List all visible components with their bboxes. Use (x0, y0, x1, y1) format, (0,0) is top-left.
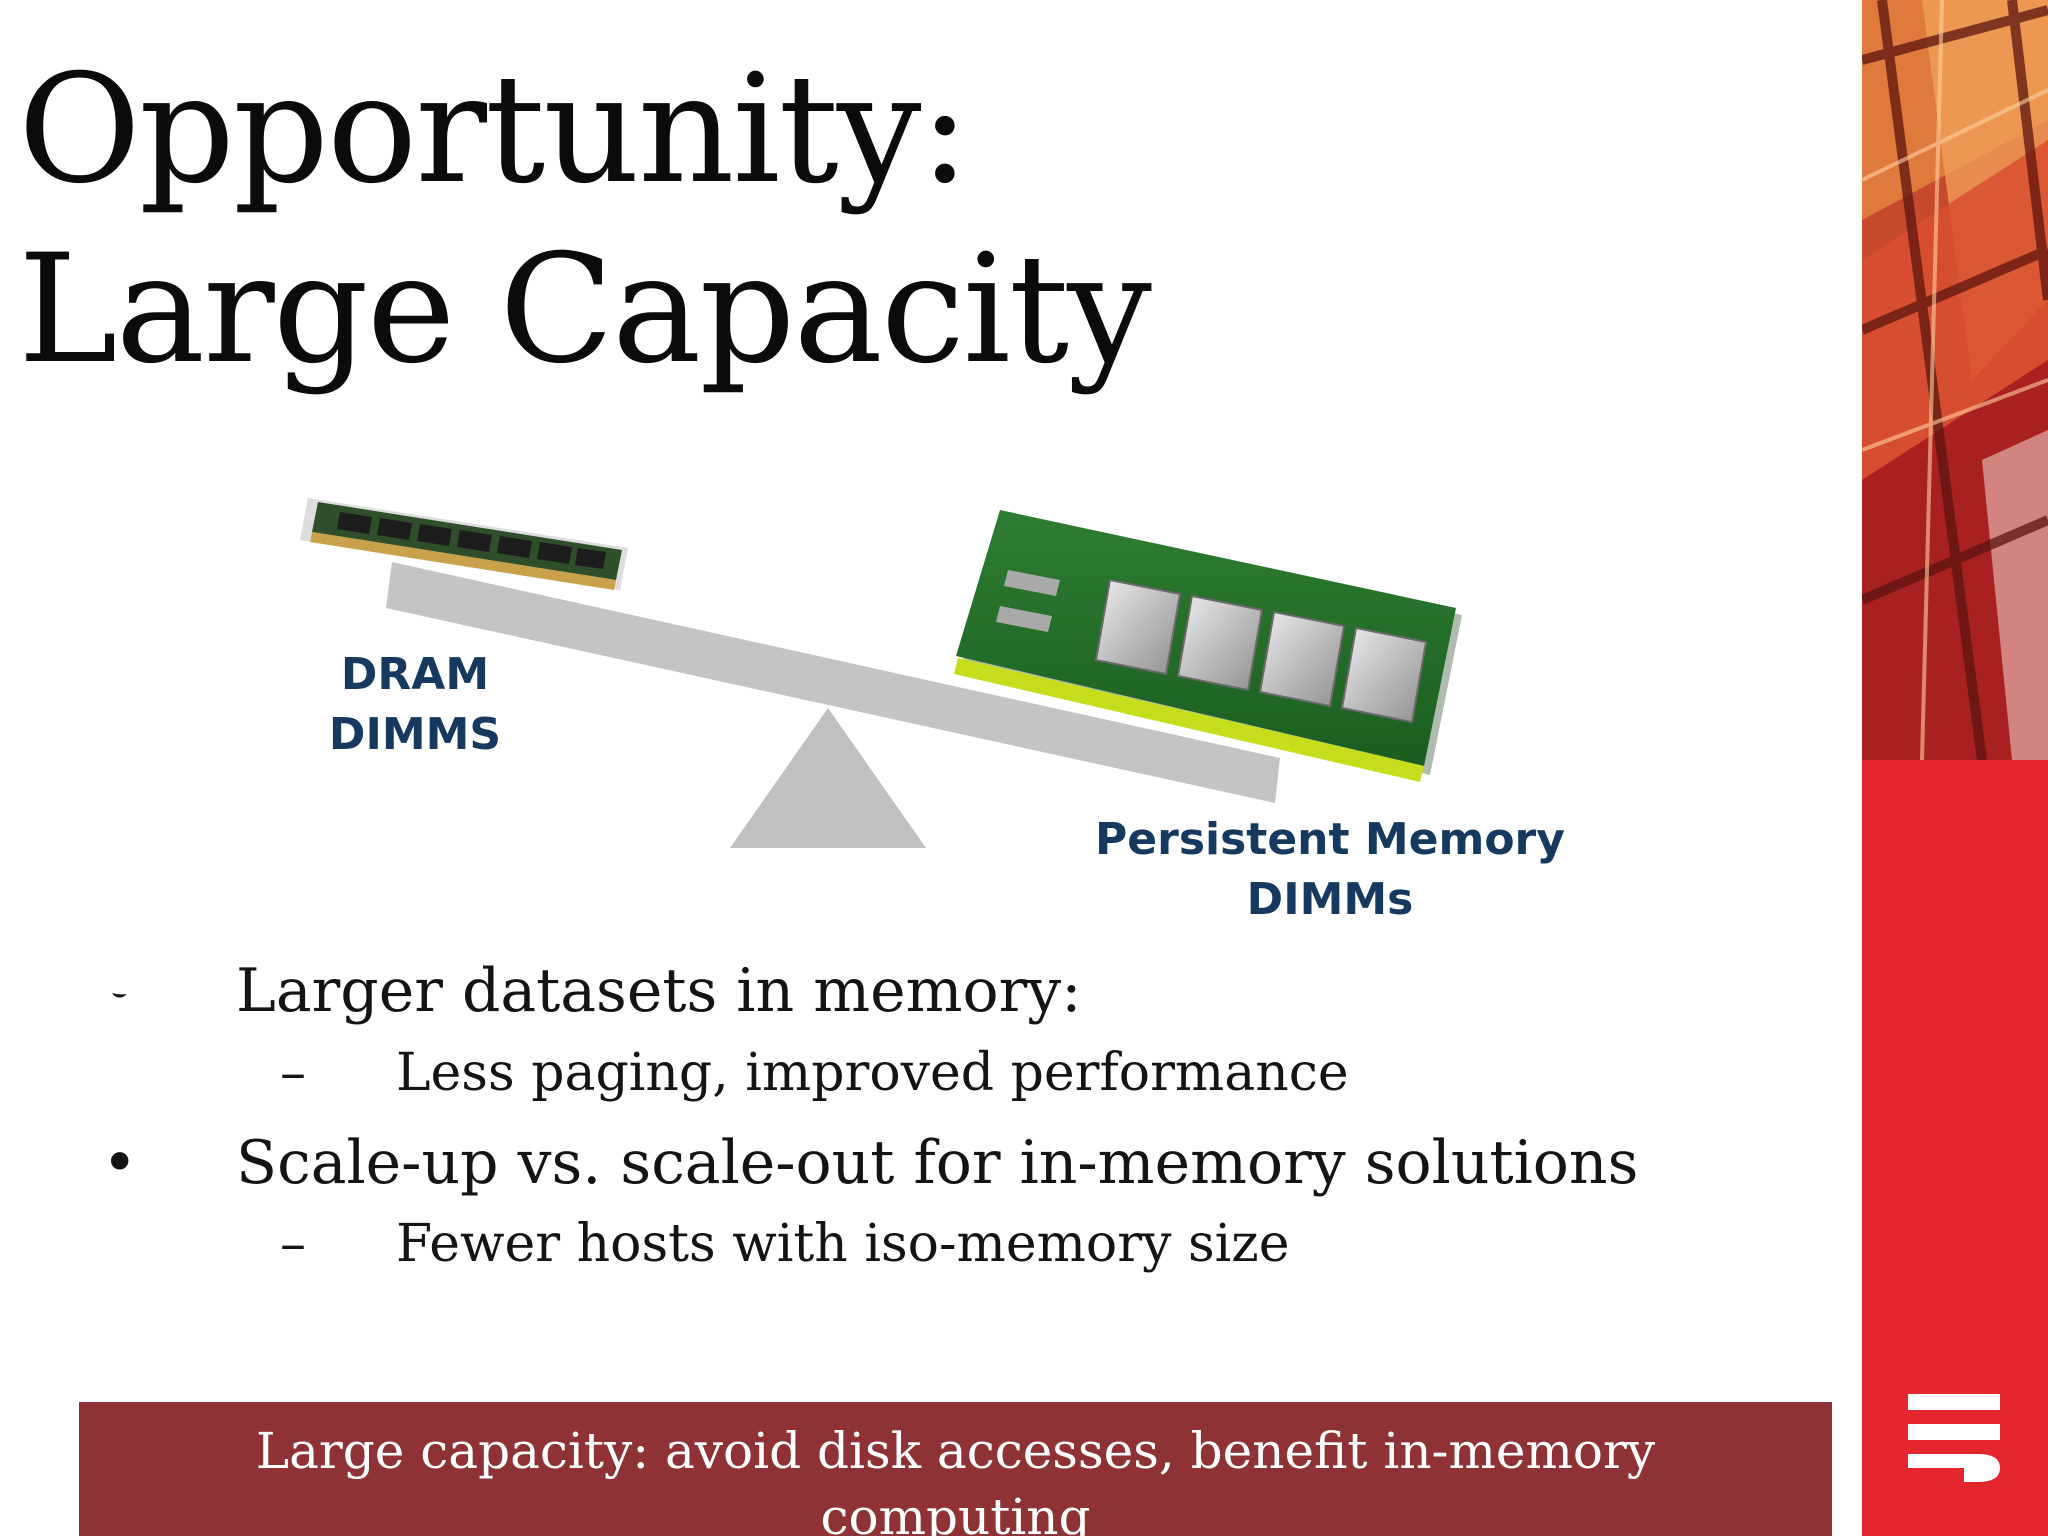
summary-banner: Large capacity: avoid disk accesses, ben… (79, 1402, 1832, 1536)
sub-bullet-text: Less paging, improved performance (396, 1043, 1349, 1103)
sub-bullet-marker: – (280, 1043, 306, 1103)
slide-title: Opportunity: Large Capacity (18, 40, 1152, 400)
slide-title-line-2: Large Capacity (18, 223, 1152, 397)
bullet-marker: • (102, 1128, 138, 1198)
bullet-text: Larger datasets in memory: (236, 956, 1082, 1026)
seesaw-beam (386, 562, 1280, 803)
side-decorative-artwork (1862, 0, 2048, 760)
sub-bullet-marker: – (280, 1214, 306, 1274)
capacity-seesaw-diagram (0, 430, 1700, 950)
seesaw-fulcrum (730, 708, 926, 848)
logo-high-text: High (60, 866, 168, 1120)
dram-dimm-image (300, 498, 628, 590)
logo-load-text: Load (61, 636, 168, 867)
seesaw-graphic (300, 498, 1462, 848)
abstract-building-graphic (1862, 0, 2048, 760)
sub-bullet-text: Fewer hosts with iso-memory size (396, 1214, 1290, 1274)
persistent-memory-dimms-label: Persistent Memory DIMMs (1095, 814, 1565, 925)
bullet-text: Scale-up vs. scale-out for in-memory sol… (236, 1128, 1639, 1198)
slide-title-line-1: Opportunity: (18, 43, 970, 217)
summary-banner-text: Large capacity: avoid disk accesses, ben… (255, 1422, 1656, 1536)
highload-logo-text: HighLoad++ (53, 550, 168, 1120)
bullet-marker: • (102, 956, 138, 1026)
highload-logo-icon (1908, 1394, 2000, 1482)
logo-plus-text: ++ (53, 549, 113, 637)
dram-dimms-label: DRAM DIMMS (328, 649, 502, 760)
persistent-memory-dimm-image (954, 510, 1462, 782)
